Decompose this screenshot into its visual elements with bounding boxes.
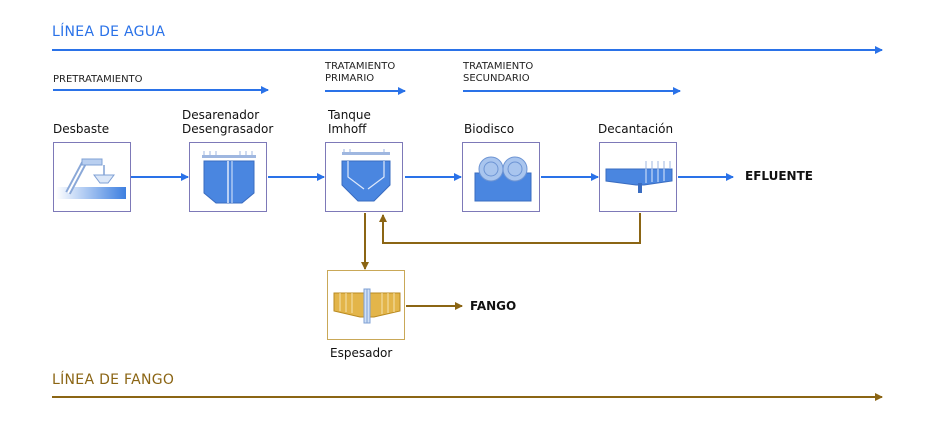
stage-primary-line1: TRATAMIENTO bbox=[325, 61, 396, 72]
label-desarenador-line1: Desarenador bbox=[182, 108, 260, 122]
biodisc-icon bbox=[474, 156, 532, 202]
imhoff-box[interactable] bbox=[325, 142, 403, 212]
imhoff-tank-icon bbox=[341, 149, 391, 202]
desbaste-box[interactable] bbox=[53, 142, 131, 212]
water-line-title: LÍNEA DE AGUA bbox=[52, 24, 166, 40]
espesador-box[interactable] bbox=[327, 270, 405, 340]
label-imhoff-line2: Imhoff bbox=[328, 122, 367, 136]
decantacion-box[interactable] bbox=[599, 142, 677, 212]
label-espesador: Espesador bbox=[330, 346, 393, 360]
sludge-recirculation-arrow bbox=[379, 213, 641, 244]
label-imhoff-line1: Tanque bbox=[328, 108, 371, 122]
sludge-line-title: LÍNEA DE FANGO bbox=[52, 372, 175, 388]
screen-conveyor-icon bbox=[56, 158, 126, 199]
label-desbaste: Desbaste bbox=[53, 122, 110, 136]
stage-pretreatment: PRETRATAMIENTO bbox=[53, 74, 143, 85]
label-decantacion: Decantación bbox=[598, 122, 674, 136]
stage-secondary-line2: SECUNDARIO bbox=[463, 73, 530, 84]
stage-secondary-line1: TRATAMIENTO bbox=[463, 61, 534, 72]
label-biodisco: Biodisco bbox=[464, 122, 515, 136]
biodisco-box[interactable] bbox=[462, 142, 540, 212]
grit-tank-icon bbox=[202, 151, 256, 204]
effluent-label: EFLUENTE bbox=[745, 169, 813, 183]
sludge-output-label: FANGO bbox=[470, 299, 517, 313]
thickener-icon bbox=[333, 288, 401, 324]
stage-primary-line2: PRIMARIO bbox=[325, 73, 375, 84]
desarenador-box[interactable] bbox=[189, 142, 267, 212]
label-desarenador-line2: Desengrasador bbox=[182, 122, 274, 136]
clarifier-icon bbox=[605, 161, 673, 193]
